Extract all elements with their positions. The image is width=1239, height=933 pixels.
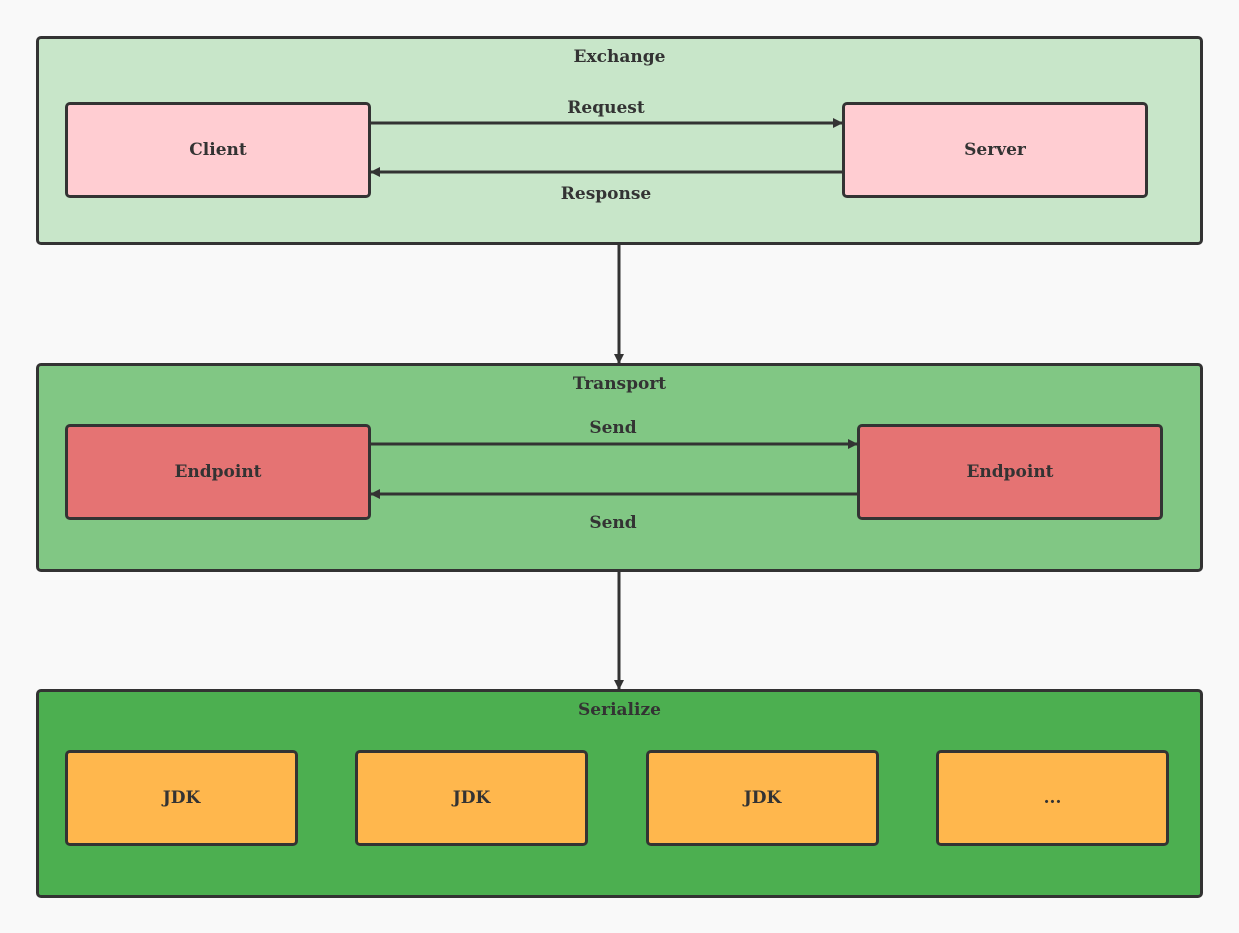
response-label: Response bbox=[560, 184, 652, 204]
transport-layer-title: Transport bbox=[572, 374, 667, 394]
right-endpoint-node[interactable]: Endpoint bbox=[857, 424, 1163, 520]
serializer-jdk-2[interactable]: JDK bbox=[355, 750, 588, 846]
serialize-layer-title: Serialize bbox=[578, 700, 661, 720]
left-endpoint-node[interactable]: Endpoint bbox=[65, 424, 371, 520]
server-node[interactable]: Server bbox=[842, 102, 1148, 198]
serializer-jdk-3[interactable]: JDK bbox=[646, 750, 879, 846]
send-top-label: Send bbox=[589, 418, 637, 438]
serializer-more[interactable]: ... bbox=[936, 750, 1169, 846]
serializer-jdk-1[interactable]: JDK bbox=[65, 750, 298, 846]
client-node[interactable]: Client bbox=[65, 102, 371, 198]
exchange-layer-title: Exchange bbox=[573, 47, 666, 67]
request-label: Request bbox=[567, 98, 645, 118]
send-bottom-label: Send bbox=[589, 513, 637, 533]
